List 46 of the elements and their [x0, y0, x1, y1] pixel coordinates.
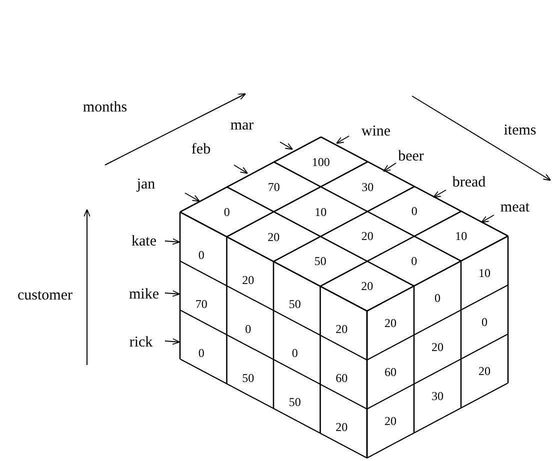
cell-value: 70 — [268, 180, 280, 193]
cell-value: 20 — [336, 421, 348, 434]
cell-value: 20 — [242, 274, 254, 286]
cell-value: 0 — [482, 316, 488, 328]
cell-value: 30 — [432, 390, 444, 402]
cell-value: 0 — [224, 206, 230, 218]
dimension-label: mike — [129, 288, 159, 302]
cell-value: 20 — [478, 365, 490, 377]
cell-value: 50 — [288, 298, 301, 310]
dimension-label: bread — [452, 176, 486, 190]
dimension-label: beer — [398, 150, 424, 164]
dimension-label: rick — [129, 336, 153, 350]
dimension-label: feb — [191, 142, 211, 158]
dimension-label: wine — [361, 124, 391, 140]
cell-value: 60 — [384, 366, 396, 378]
cell-value: 20 — [384, 415, 396, 427]
dimension-label: meat — [500, 200, 530, 216]
cell-value: 0 — [292, 347, 298, 360]
cell-value: 0 — [411, 255, 418, 268]
dimension-label: jan — [136, 178, 156, 192]
cell-value: 30 — [362, 180, 374, 193]
cell-value: 20 — [361, 280, 374, 292]
cell-value: 50 — [242, 372, 254, 384]
axis-label: months — [82, 100, 128, 116]
cell-value: 10 — [314, 206, 327, 218]
cell-value: 50 — [288, 396, 301, 408]
cell-value: 20 — [361, 230, 374, 242]
cell-value: 0 — [198, 248, 204, 261]
cell-value: 10 — [478, 267, 490, 279]
cell-value: 100 — [312, 156, 330, 168]
dimension-label: kate — [132, 234, 156, 250]
cell-value: 0 — [411, 205, 418, 218]
cell-value: 20 — [432, 341, 444, 353]
cell-value: 70 — [195, 298, 208, 310]
axis-label: customer — [18, 288, 72, 304]
dimension-label: mar — [230, 118, 254, 134]
cell-value: 0 — [434, 292, 440, 304]
cell-value: 0 — [245, 322, 252, 335]
cell-value: 0 — [198, 346, 204, 359]
cell-value: 20 — [268, 230, 280, 243]
cell-value: 20 — [336, 323, 348, 336]
cell-value: 50 — [314, 255, 326, 268]
cell-value: 20 — [384, 317, 396, 329]
cell-value: 10 — [455, 230, 468, 242]
axis-label: items — [504, 124, 536, 138]
cell-value: 60 — [336, 372, 348, 384]
